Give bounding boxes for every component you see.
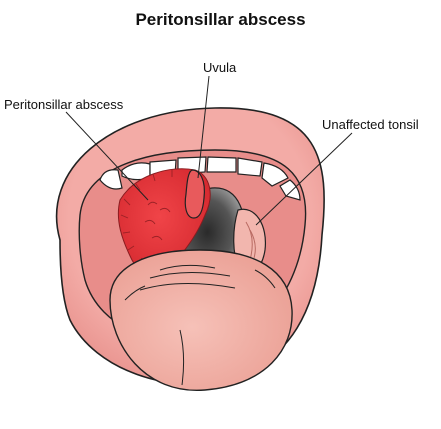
uvula: [185, 170, 204, 218]
